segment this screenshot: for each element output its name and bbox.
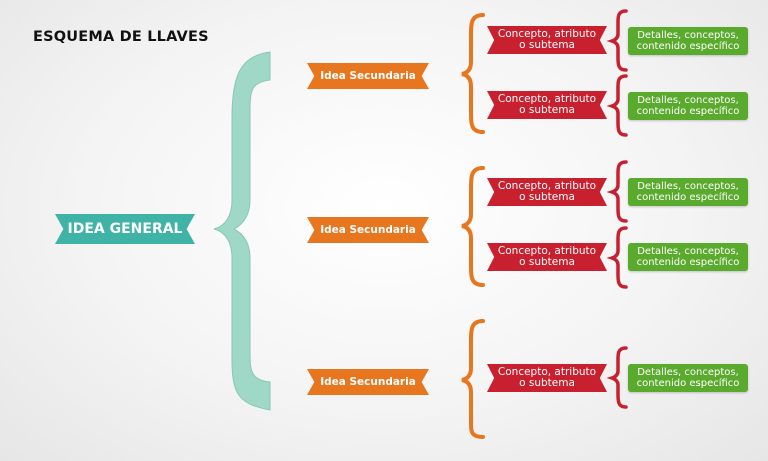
secondary-idea-3: Idea Secundaria: [307, 369, 429, 395]
secondary-brace-2: [461, 166, 485, 287]
general-idea-ribbon: IDEA GENERAL: [55, 214, 195, 244]
detail-1-2: Detalles, conceptos, contenido específic…: [628, 92, 748, 120]
concept-2-2: Concepto, atributo o subtema: [487, 243, 607, 271]
secondary-brace-3: [461, 319, 485, 439]
concept-1-1: Concepto, atributo o subtema: [487, 26, 607, 54]
concept-brace-4: [606, 226, 628, 289]
big-brace: [213, 51, 271, 411]
detail-1-1: Detalles, conceptos, contenido específic…: [628, 27, 748, 55]
secondary-brace-1: [461, 13, 485, 134]
detail-3-1: Detalles, conceptos, contenido específic…: [628, 364, 748, 392]
concept-brace-3: [606, 160, 628, 223]
detail-2-1: Detalles, conceptos, contenido específic…: [628, 178, 748, 206]
concept-3-1: Concepto, atributo o subtema: [487, 364, 607, 392]
detail-2-2: Detalles, conceptos, contenido específic…: [628, 243, 748, 271]
concept-brace-1: [606, 9, 628, 72]
secondary-idea-1: Idea Secundaria: [307, 63, 429, 89]
page-title: ESQUEMA DE LLAVES: [33, 29, 209, 45]
secondary-idea-2: Idea Secundaria: [307, 217, 429, 243]
concept-brace-5: [606, 346, 628, 409]
concept-2-1: Concepto, atributo o subtema: [487, 178, 607, 206]
concept-1-2: Concepto, atributo o subtema: [487, 91, 607, 119]
concept-brace-2: [606, 74, 628, 137]
